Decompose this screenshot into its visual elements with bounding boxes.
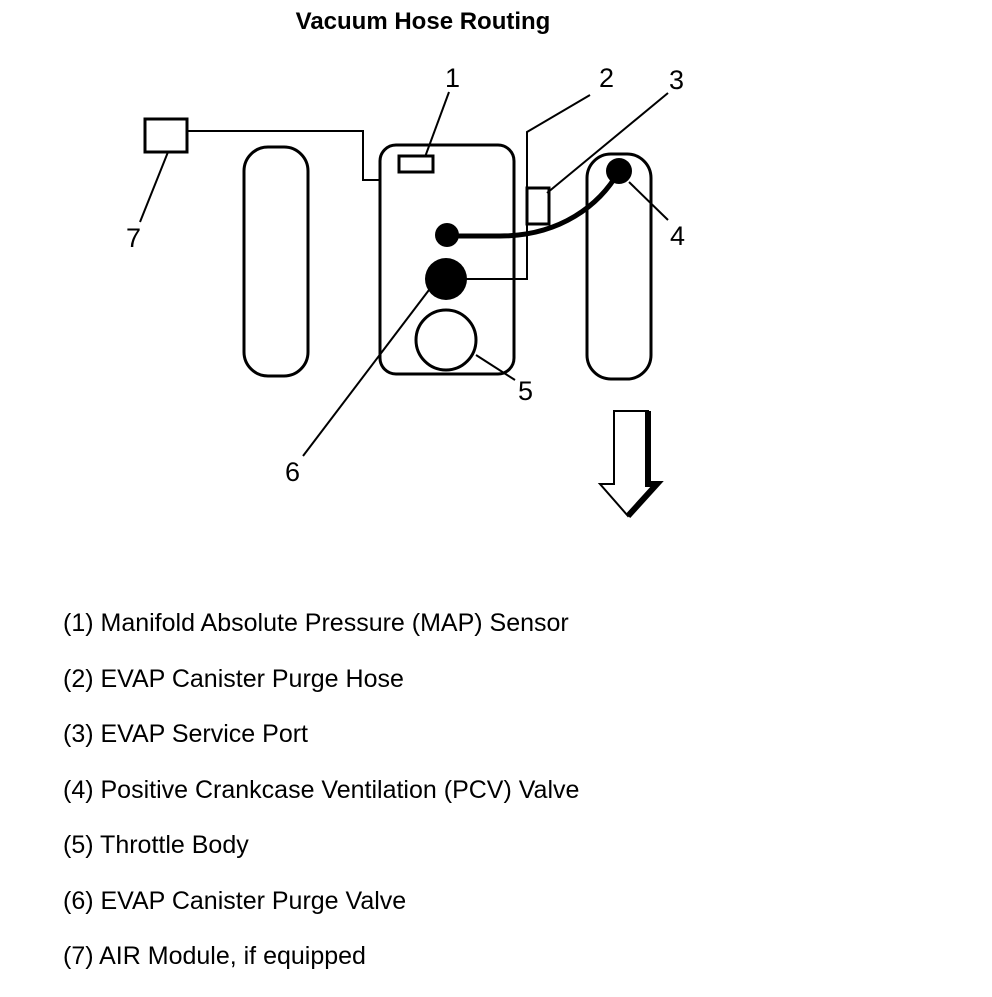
pcv-hose-port [435,223,459,247]
callout-4: 4 [670,221,685,251]
leader-line-3 [546,92,669,194]
callout-1: 1 [445,63,460,93]
leader-line-4 [628,181,669,221]
evap-canister-purge-hose [466,94,591,280]
leader-line-7 [139,151,169,223]
air-module-hose [187,130,380,181]
callout-2: 2 [599,63,614,93]
air-module [143,117,189,154]
legend-item-air-module: (7) AIR Module, if equipped [63,942,366,970]
leader-line-1 [424,91,450,158]
left-cylinder-bank [242,145,310,378]
legend-item-throttle-body: (5) Throttle Body [63,831,249,859]
pcv-hose [447,169,622,239]
callout-6: 6 [285,457,300,487]
pcv-valve [606,158,632,184]
legend-item-map-sensor: (1) Manifold Absolute Pressure (MAP) Sen… [63,609,569,637]
vacuum-hose-diagram: 1 2 3 4 5 6 7 [126,63,685,519]
legend-item-pcv-valve: (4) Positive Crankcase Ventilation (PCV)… [63,775,580,804]
down-arrow-icon [597,410,664,519]
callout-7: 7 [126,223,141,253]
leader-line-5 [475,354,516,381]
callout-5: 5 [518,376,533,406]
legend-item-evap-service-port: (3) EVAP Service Port [63,720,308,748]
intake-manifold [378,143,516,376]
throttle-body [414,308,478,372]
legend-item-evap-purge-hose: (2) EVAP Canister Purge Hose [63,664,404,693]
right-cylinder-bank [585,152,653,381]
evap-canister-purge-valve [425,258,467,300]
legend-list: (1) Manifold Absolute Pressure (MAP) Sen… [63,608,579,997]
diagram-title: Vacuum Hose Routing [295,8,551,35]
map-sensor [397,154,435,174]
callout-3: 3 [669,65,684,95]
leader-line-6 [302,285,433,457]
evap-service-port [525,186,551,226]
legend-item-evap-purge-valve: (6) EVAP Canister Purge Valve [63,886,407,915]
